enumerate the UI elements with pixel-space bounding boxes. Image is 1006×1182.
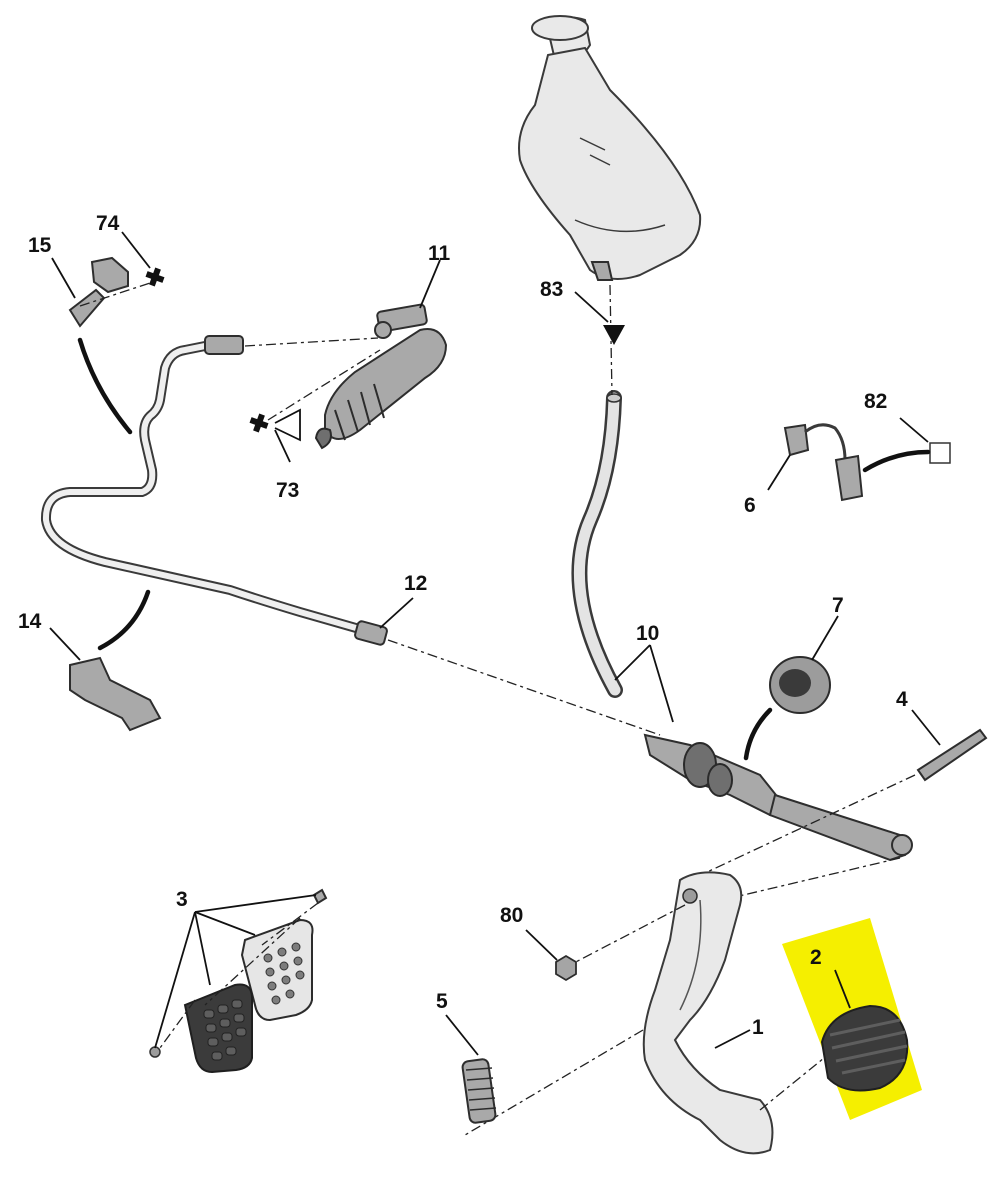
clip-guide-line (79, 282, 151, 307)
callout-1: 1 (752, 1016, 764, 1039)
connector-wire-arrow (862, 449, 931, 473)
bracket-part (69, 656, 162, 732)
leader-lines (49, 231, 941, 1056)
pipe-cylinder-guide-line (244, 337, 379, 347)
grommet (769, 656, 831, 714)
callout-80: 80 (500, 904, 523, 927)
cross-73-guide-line-1 (267, 349, 381, 421)
bracket-pipe-arrow (97, 589, 151, 651)
cross-73-bracket (274, 408, 301, 442)
fluid-reservoir (518, 15, 702, 281)
callout-12: 12 (404, 572, 427, 595)
connector-part (783, 423, 864, 502)
callout-4: 4 (896, 688, 908, 711)
pin-part (916, 728, 988, 782)
callout-5: 5 (436, 990, 448, 1013)
callout-10: 10 (636, 622, 659, 645)
master-cylinder (643, 733, 913, 862)
pedal-nut-guide-line (569, 904, 686, 966)
callout-7: 7 (832, 594, 844, 617)
pin-guide-line-2 (679, 857, 901, 911)
highlighted-pedal-pad (782, 918, 922, 1120)
callout-74: 74 (96, 212, 120, 235)
pedal-arm (642, 871, 774, 1155)
callout-82: 82 (864, 390, 887, 413)
callout-14: 14 (18, 610, 42, 633)
nut-part (555, 954, 577, 982)
clip-part (68, 256, 129, 328)
pipe-master-guide-line (387, 639, 661, 736)
callout-83: 83 (540, 278, 563, 301)
callout-11: 11 (428, 242, 451, 265)
grommet-arrow (743, 707, 773, 761)
callout-73: 73 (276, 479, 299, 502)
callout-6: 6 (744, 494, 756, 517)
arrow-triangle-icon (603, 325, 625, 345)
fluid-hose (571, 390, 623, 698)
cross-mark-73 (249, 413, 269, 433)
callout-3: 3 (176, 888, 188, 911)
spring-part (461, 1058, 497, 1124)
pad-guide-line-3 (159, 999, 196, 1049)
hydraulic-pipe (40, 335, 388, 646)
callout-15: 15 (28, 234, 52, 257)
cross-mark-74 (145, 267, 165, 287)
pad-guide-line-2 (204, 917, 301, 1006)
clip-pipe-arrow (77, 337, 133, 435)
slave-cylinder (314, 303, 448, 450)
square-symbol (929, 442, 951, 464)
pad-guide-line-1 (261, 902, 319, 946)
reservoir-hose-guide-line (609, 284, 613, 396)
callout-2: 2 (810, 946, 822, 969)
pedal-pad-set (149, 888, 328, 1074)
